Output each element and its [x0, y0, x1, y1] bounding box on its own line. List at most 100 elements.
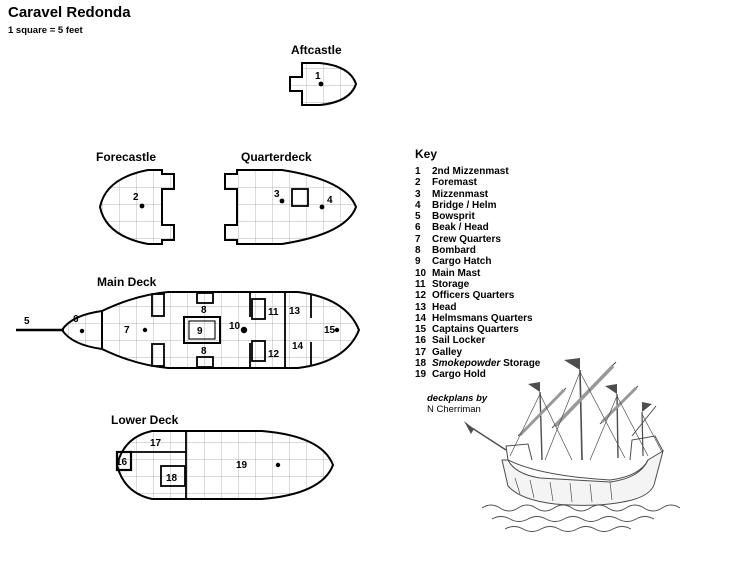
key-item-8: 8 Bombard — [415, 245, 640, 256]
marker-7: 7 — [124, 325, 130, 336]
key-item-label: Bridge / Helm — [432, 199, 497, 211]
deck-label-aftcastle: Aftcastle — [291, 43, 342, 57]
key-item-label: Galley — [432, 346, 463, 358]
deck-label-main-deck: Main Deck — [97, 275, 157, 289]
lower-deck-plan: Lower Deck 16 17 18 19 — [111, 413, 335, 500]
key-item-label: Captains Quarters — [432, 324, 519, 336]
credit-byline: deckplans by — [427, 392, 488, 404]
key-item-label: Cargo Hatch — [432, 256, 492, 268]
key-item-number: 10 — [415, 267, 427, 279]
mast-dot-main-mast — [240, 326, 248, 334]
key-item-label: Main Mast — [432, 267, 481, 279]
key-item-label: Crew Quarters — [432, 233, 501, 245]
deck-label-forecastle: Forecastle — [96, 150, 156, 164]
marker-6: 6 — [73, 314, 79, 325]
page-title: Caravel Redonda — [8, 4, 131, 21]
helm-dot — [319, 204, 325, 210]
marker-12: 12 — [268, 349, 280, 360]
key-item-4: 4 Bridge / Helm — [415, 200, 640, 211]
deck-label-lower-deck: Lower Deck — [111, 413, 179, 427]
key-item-label: Bombard — [432, 245, 476, 257]
key-item-number: 7 — [415, 233, 421, 245]
key-item-label: Smokepowder Storage — [432, 358, 540, 369]
main-deck-interior-walls — [101, 292, 312, 368]
ship-sketch-illustration — [464, 358, 681, 532]
key-item-label: Mizzenmast — [432, 188, 489, 200]
marker-5: 5 — [24, 316, 30, 327]
marker-8-top: 8 — [201, 305, 207, 316]
marker-18: 18 — [166, 473, 178, 484]
main-deck-plan: Main Deck — [16, 275, 361, 369]
key-item-15: 15 Captains Quarters — [415, 324, 640, 335]
key-item-17: 17 Galley — [415, 347, 640, 358]
key-item-label: Bowsprit — [432, 211, 475, 223]
key-item-label: Officers Quarters — [432, 290, 515, 302]
cargo-hold-dot — [275, 462, 281, 468]
key-item-5: 5 Bowsprit — [415, 211, 640, 222]
key-item-number: 3 — [415, 188, 421, 200]
key-item-number: 18 — [415, 358, 427, 370]
key-item-number: 15 — [415, 324, 427, 336]
key-item-18: 18 Smokepowder Storage — [415, 358, 640, 369]
deck-label-quarterdeck: Quarterdeck — [241, 150, 312, 164]
key-item-label: 2nd Mizzenmast — [432, 166, 509, 177]
key-heading: Key — [415, 147, 438, 161]
captains-quarters-dot — [334, 327, 340, 333]
key-item-number: 1 — [415, 166, 421, 177]
key-item-number: 12 — [415, 290, 427, 302]
mast-dot-mizzenmast — [279, 198, 285, 204]
key-item-label: Head — [432, 301, 457, 313]
key-item-14: 14 Helmsmans Quarters — [415, 313, 640, 324]
key-item-12: 12 Officers Quarters — [415, 290, 640, 301]
marker-2: 2 — [133, 192, 139, 203]
marker-17: 17 — [150, 438, 162, 449]
key-item-1: 1 2nd Mizzenmast — [415, 166, 640, 177]
quarterdeck-plan: Quarterdeck 3 4 — [224, 150, 358, 245]
key-item-number: 11 — [415, 278, 426, 290]
key-item-number: 14 — [415, 312, 427, 324]
marker-14: 14 — [292, 341, 304, 352]
key-item-label: Cargo Hold — [432, 369, 486, 381]
key-item-label: Beak / Head — [432, 222, 489, 234]
key-item-number: 5 — [415, 211, 421, 223]
quarterdeck-hull-outline — [224, 169, 358, 245]
marker-11: 11 — [268, 307, 279, 318]
key-item-number: 16 — [415, 335, 427, 347]
forecastle-plan: Forecastle 2 — [96, 150, 175, 245]
marker-1: 1 — [315, 71, 321, 82]
marker-9: 9 — [197, 326, 203, 337]
mast-dot-foremast — [139, 203, 145, 209]
credit-block: deckplans by N Cherriman — [415, 393, 640, 415]
beak-dot — [79, 328, 85, 334]
lower-deck-hull-outline — [115, 430, 335, 500]
scale-note: 1 square = 5 feet — [8, 25, 83, 36]
credit-author: N Cherriman — [427, 403, 481, 415]
key-item-label-rest: Storage — [500, 358, 541, 370]
key-item-label: Foremast — [432, 177, 478, 189]
key-item-19: 19 Cargo Hold — [415, 369, 640, 380]
key-item-number: 8 — [415, 245, 421, 257]
key-item-label: Helmsmans Quarters — [432, 312, 533, 324]
key-item-number: 17 — [415, 346, 427, 358]
key-item-label: Sail Locker — [432, 335, 486, 347]
aftcastle-plan: Aftcastle 1 — [289, 43, 358, 106]
lower-deck-interior-walls — [115, 431, 187, 499]
marker-19: 19 — [236, 460, 248, 471]
key-item-3: 3 Mizzenmast — [415, 189, 640, 200]
key-item-label-emphasis: Smokepowder — [432, 358, 501, 370]
marker-15: 15 — [324, 325, 336, 336]
marker-4: 4 — [327, 195, 333, 206]
key-item-10: 10 Main Mast — [415, 268, 640, 279]
key-item-number: 4 — [415, 199, 421, 211]
marker-3: 3 — [274, 189, 280, 200]
key-item-number: 19 — [415, 369, 427, 381]
key-item-7: 7 Crew Quarters — [415, 234, 640, 245]
